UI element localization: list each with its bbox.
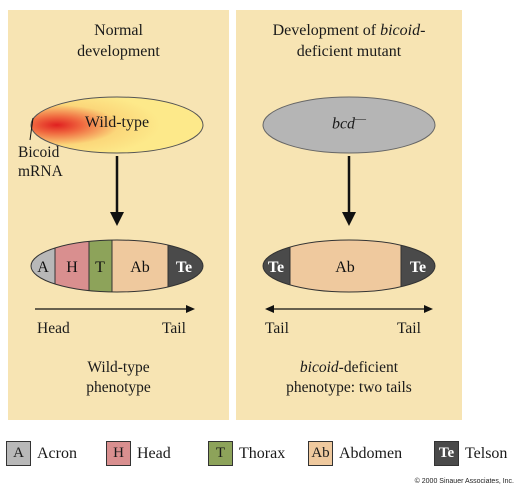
right-axis-arrowhead-right — [424, 305, 433, 313]
mutant-embryo — [262, 239, 436, 293]
left-caption: Wild-type phenotype — [86, 359, 151, 396]
bicoid-mrna-label: Bicoid mRNA — [18, 144, 63, 180]
mutant-egg-label: bcd— — [331, 113, 367, 133]
legend-swatch-thorax: T — [208, 441, 233, 466]
segment-abdomen — [111, 240, 169, 292]
legend: A Acron H Head T Thorax Ab Abdomen Te Te… — [0, 441, 522, 477]
wildtype-egg-label: Wild-type — [84, 114, 150, 131]
legend-swatch-abdomen: Ab — [308, 441, 333, 466]
wildtype-egg — [30, 96, 204, 154]
legend-item-abdomen: Ab Abdomen — [308, 441, 402, 466]
right-axis-arrowhead-left — [265, 305, 274, 313]
left-title-line2: development — [77, 43, 160, 60]
mrna-pointer-line — [29, 117, 34, 141]
left-axis-end-label: Tail — [162, 320, 186, 337]
label-seg-acron: A — [37, 259, 49, 276]
legend-label-acron: Acron — [37, 444, 77, 462]
mutant-egg — [262, 96, 436, 154]
left-down-arrowhead — [110, 212, 124, 226]
label-seg-telson-front: Te — [268, 259, 284, 276]
legend-item-telson: Te Telson — [434, 441, 507, 466]
right-panel-title: Development of bicoid- deficient mutant — [236, 20, 462, 62]
legend-swatch-telson: Te — [434, 441, 459, 466]
label-seg-thorax: T — [95, 259, 105, 276]
left-title-line1: Normal — [94, 22, 143, 39]
legend-item-acron: A Acron — [6, 441, 77, 466]
right-axis-end-label: Tail — [397, 320, 421, 337]
right-caption: bicoid-deficient phenotype: two tails — [286, 359, 412, 396]
label-seg-abdomen-mid: Ab — [335, 259, 355, 276]
left-axis-arrowhead — [186, 305, 195, 313]
legend-item-head: H Head — [106, 441, 171, 466]
diagram-drawing: A H T Ab Te Te Ab Te — [29, 96, 436, 313]
legend-label-abdomen: Abdomen — [339, 444, 403, 462]
label-seg-head: H — [66, 259, 78, 276]
legend-swatch-head: H — [106, 441, 131, 466]
legend-label-head: Head — [137, 444, 171, 462]
right-title-line1: Development of bicoid- — [272, 22, 426, 39]
right-axis-start-label: Tail — [265, 320, 289, 337]
left-panel-title: Normal development — [8, 20, 229, 62]
legend-label-telson: Telson — [465, 444, 508, 462]
legend-item-thorax: T Thorax — [208, 441, 285, 466]
label-seg-abdomen: Ab — [130, 259, 150, 276]
label-seg-telson: Te — [176, 259, 192, 276]
segment-abdomen-mid — [289, 240, 402, 292]
label-seg-telson-back: Te — [410, 259, 426, 276]
copyright-notice: © 2000 Sinauer Associates, Inc. — [414, 478, 514, 485]
legend-swatch-acron: A — [6, 441, 31, 466]
legend-label-thorax: Thorax — [239, 444, 286, 462]
left-axis-start-label: Head — [37, 320, 70, 337]
right-down-arrowhead — [342, 212, 356, 226]
right-title-line2: deficient mutant — [296, 43, 402, 60]
